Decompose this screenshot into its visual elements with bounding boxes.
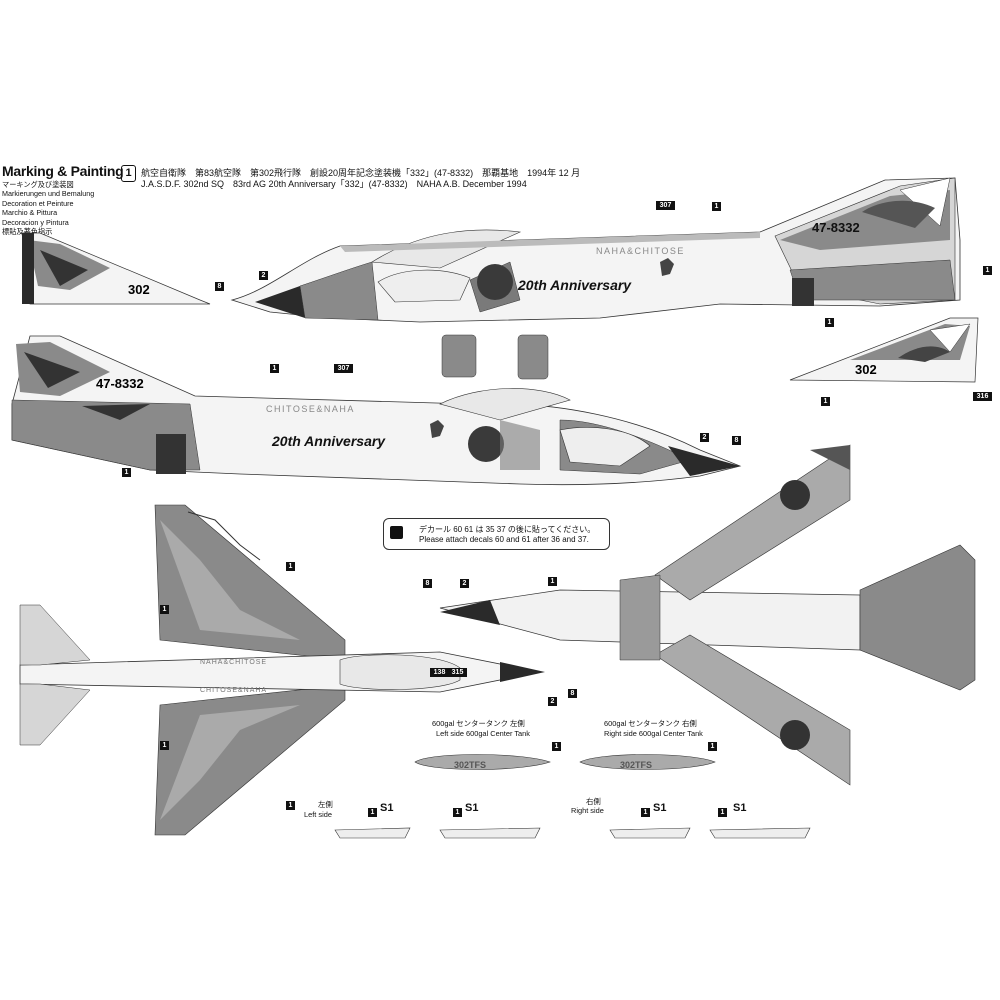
top-view: NAHA&CHITOSE CHITOSE&NAHA	[19, 504, 545, 836]
callout-badge: 2	[548, 697, 557, 706]
callout-badge: 1	[708, 742, 717, 751]
lang-de: Markierungen und Bemalung	[2, 189, 95, 199]
anniversary-text-left: 20th Anniversary	[271, 433, 386, 449]
language-list: マーキング及び塗装図 Markierungen und Bemalung Dec…	[2, 180, 94, 236]
side-text-right: NAHA&CHITOSE	[596, 246, 685, 256]
callout-badge: 8	[568, 689, 577, 698]
callout-badge: 2	[460, 579, 469, 588]
callout-badge: 1	[453, 808, 462, 817]
callout-badge: 315	[448, 668, 467, 677]
note-jp: デカール 60 61 は 35 37 の後に貼ってください。	[419, 525, 596, 534]
callout-badge: 2	[259, 271, 268, 280]
tank-text-right: 302TFS	[620, 760, 652, 770]
callout-badge: 1	[641, 808, 650, 817]
callout-badge: 1	[821, 397, 830, 406]
scheme-badge: 1	[121, 165, 136, 182]
lang-es: Decoracion y Pintura	[2, 217, 69, 227]
callout-badge: 1	[825, 318, 834, 327]
callout-badge: 307	[656, 201, 675, 210]
pylon-code-2: S1	[465, 802, 479, 814]
callout-badge: 1	[286, 801, 295, 810]
callout-badge: 138	[430, 668, 449, 677]
tank-text-left: 302TFS	[454, 760, 486, 770]
lang-cn: 標貼及著色指示	[2, 227, 53, 237]
tail-code-fin-2: 302	[855, 362, 877, 377]
callout-badge: 1	[160, 741, 169, 750]
side-text-left: CHITOSE&NAHA	[266, 404, 355, 414]
pylon-code-1: S1	[380, 802, 394, 814]
note-en: Please attach decals 60 and 61 after 36 …	[419, 535, 589, 544]
pylon-left-en: Left side	[304, 810, 332, 819]
tank-right-jp: 600gal センタータンク 右側	[604, 719, 697, 728]
scheme-header-en: J.A.S.D.F. 302nd SQ 83rd AG 20th Anniver…	[141, 179, 527, 189]
right-side-view: NAHA&CHITOSE 20th Anniversary 47-8332	[230, 177, 961, 323]
bottom-view	[439, 444, 976, 786]
pylon-code-4: S1	[733, 802, 747, 814]
pylon-right-jp: 右側	[586, 797, 601, 806]
left-side-view: 47-8332 CHITOSE&NAHA 20th Anniversary	[11, 335, 742, 486]
callout-badge: 307	[334, 364, 353, 373]
tank-right-en: Right side 600gal Center Tank	[604, 729, 703, 738]
brush-icon	[390, 526, 403, 539]
callout-badge: 8	[215, 282, 224, 291]
callout-badge: 1	[983, 266, 992, 275]
lang-fr: Decoration et Peinture	[2, 198, 74, 208]
callout-badge: 1	[552, 742, 561, 751]
serial-right: 47-8332	[812, 220, 860, 235]
pylon-right-en: Right side	[571, 806, 604, 815]
serial-left: 47-8332	[96, 376, 144, 391]
right-small-fin: 302	[789, 317, 979, 383]
anniversary-text-right: 20th Anniversary	[517, 277, 632, 293]
callout-badge: 1	[160, 605, 169, 614]
callout-badge: 2	[700, 433, 709, 442]
page-title: Marking & Painting	[2, 163, 124, 179]
callout-badge: 316	[973, 392, 992, 401]
upper-left-fin: 302	[21, 232, 211, 305]
small-parts	[441, 334, 549, 380]
callout-badge: 1	[122, 468, 131, 477]
tank-left-en: Left side 600gal Center Tank	[436, 729, 530, 738]
callout-badge: 1	[270, 364, 279, 373]
pylon-code-3: S1	[653, 802, 667, 814]
callout-badge: 1	[368, 808, 377, 817]
drop-tanks: 302TFS 302TFS	[414, 754, 716, 770]
callout-badge: 8	[423, 579, 432, 588]
decal-note: デカール 60 61 は 35 37 の後に貼ってください。 Please at…	[383, 518, 610, 550]
lang-it: Marchio & Pittura	[2, 208, 58, 218]
tail-code-fin-1: 302	[128, 282, 150, 297]
scheme-header-jp: 航空自衛隊 第83航空隊 第302飛行隊 創設20周年記念塗装機「332」(47…	[141, 168, 581, 178]
top-text-1: NAHA&CHITOSE	[200, 659, 267, 666]
pylon-left-jp: 左側	[318, 800, 333, 809]
tank-left-jp: 600gal センタータンク 左側	[432, 719, 525, 728]
callout-badge: 1	[718, 808, 727, 817]
lang-jp: マーキング及び塗装図	[2, 180, 74, 189]
top-text-2: CHITOSE&NAHA	[200, 687, 267, 694]
callout-badge: 8	[732, 436, 741, 445]
callout-badge: 1	[548, 577, 557, 586]
callout-badge: 1	[286, 562, 295, 571]
pylons	[334, 827, 811, 839]
callout-badge: 1	[712, 202, 721, 211]
